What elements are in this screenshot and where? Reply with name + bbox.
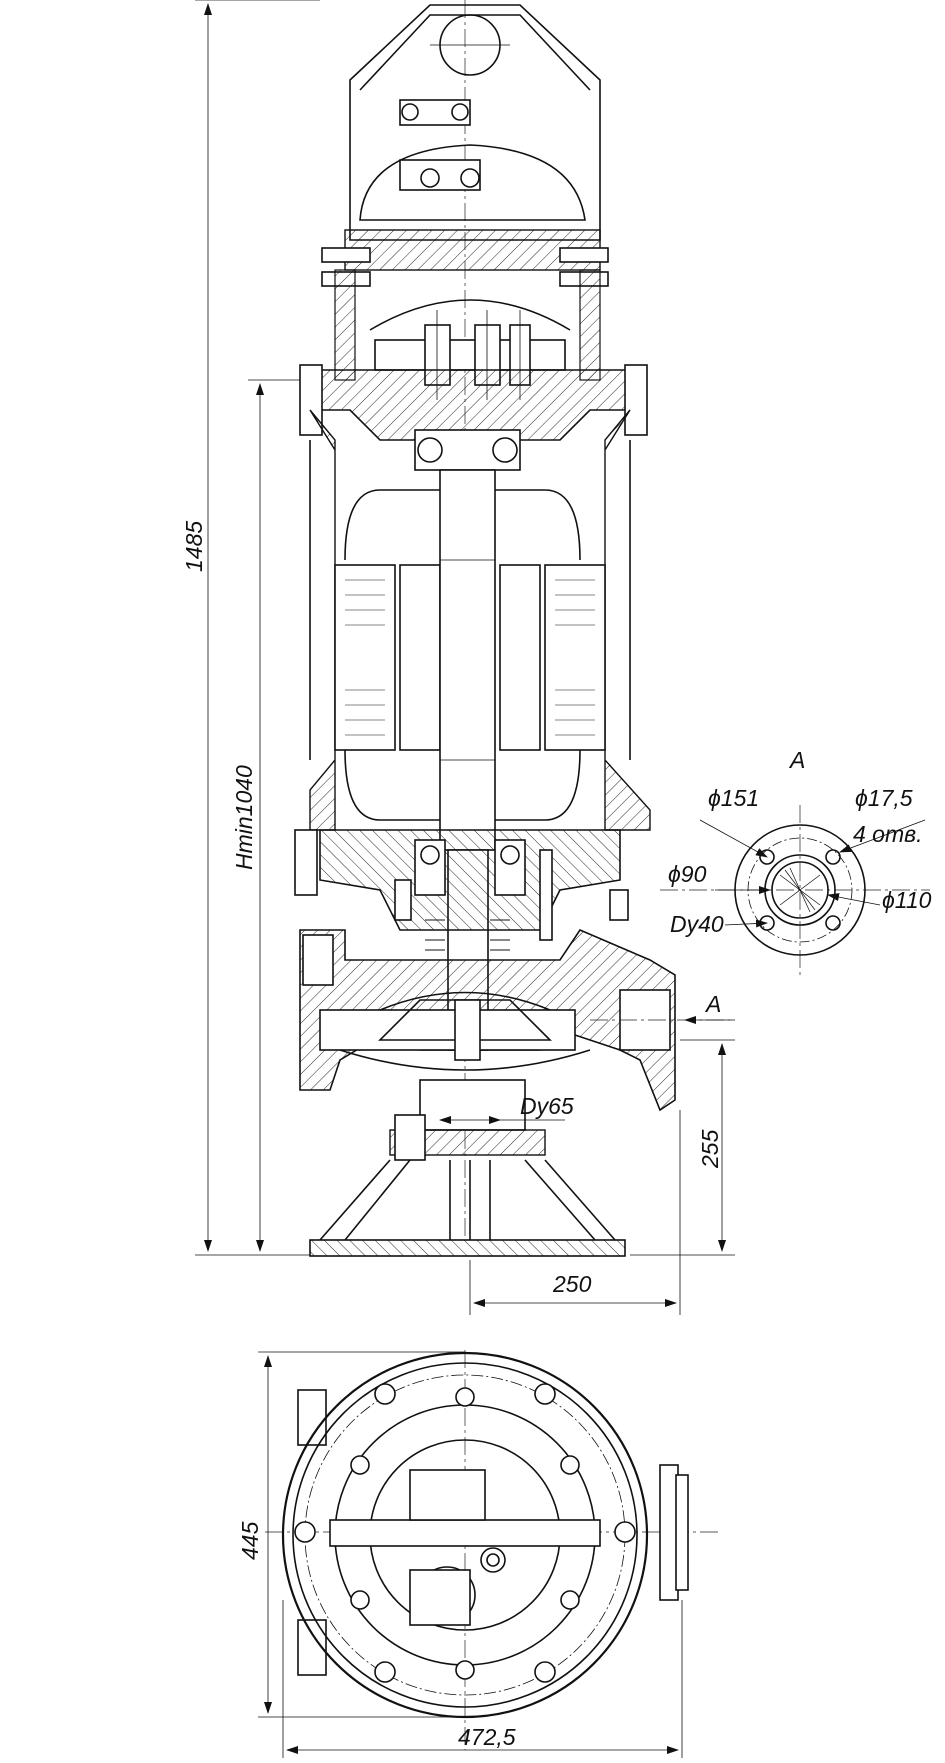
section-marker-label: A [704,991,721,1017]
pump-section-view [294,0,730,1257]
stator [334,489,606,821]
dimension-min-level: Hmin1040 [231,379,300,1252]
top-cover [321,99,609,287]
dimension-overall-height: 1485 [181,0,320,1256]
plan-length-label: 472,5 [458,1724,516,1750]
pump-plan-view [265,1350,720,1750]
flange-view-title: A [788,747,805,773]
seal-chamber [294,829,629,951]
dimension-plan-width: 445 [237,1351,465,1718]
dimension-outlet-size: Dy65 [439,1093,574,1124]
bolt-circle-label: ϕ151 [708,785,759,811]
flange-view-a: A ϕ151 ϕ17,5 4 отв. ϕ90 Dy40 ϕ110 [660,747,932,975]
bore-label: ϕ90 [668,861,707,887]
lifting-bracket [349,4,601,241]
base-height-label: 255 [697,1129,723,1169]
impeller [378,999,552,1061]
nominal-label: Dy40 [670,911,724,937]
spigot-label: ϕ110 [882,887,932,913]
dimension-outlet-offset: 250 [469,1110,681,1315]
hole-diameter-label: ϕ17,5 [855,785,913,811]
overall-height-label: 1485 [181,521,207,572]
hole-count-label: 4 отв. [853,821,923,847]
dimension-base-height: 255 [630,1039,735,1256]
section-marker-a: A [684,991,735,1024]
outer-bolts [294,1383,636,1683]
base-stand [309,1114,626,1257]
plan-width-label: 445 [237,1521,263,1560]
volute-casing [299,929,676,1131]
outlet-offset-label: 250 [552,1271,592,1297]
motor-housing [309,409,651,831]
min-level-label: Hmin1040 [231,765,257,870]
motor-upper-flange [299,364,648,471]
dimension-plan-length: 472,5 [282,1600,683,1758]
outlet-size-label: Dy65 [520,1093,574,1119]
